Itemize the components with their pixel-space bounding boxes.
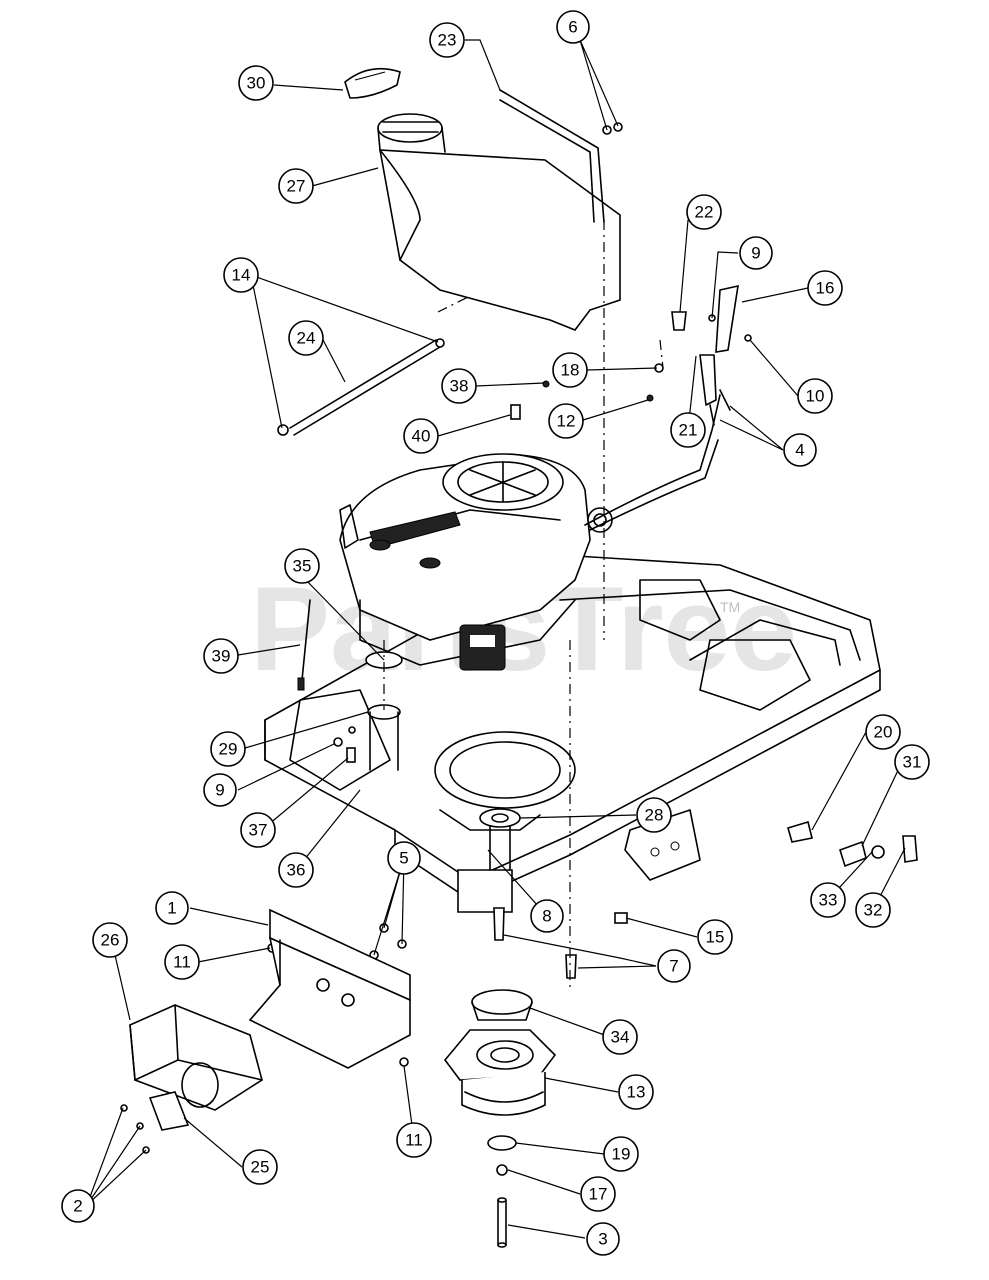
callout-16-label: 16 — [816, 279, 835, 298]
callout-10-label: 10 — [806, 387, 825, 406]
engine — [339, 394, 721, 671]
callout-2-label: 2 — [73, 1197, 82, 1216]
callout-12-label: 12 — [557, 412, 576, 431]
callout-26-label: 26 — [101, 931, 120, 950]
callout-18-label: 18 — [561, 361, 580, 380]
callout-36-label: 36 — [287, 861, 306, 880]
callout-23: 23 — [429, 22, 465, 58]
callout-40: 40 — [403, 418, 439, 454]
fuel-tank — [377, 113, 621, 331]
callout-32-label: 32 — [864, 901, 883, 920]
callout-5: 5 — [387, 841, 421, 875]
callout-33: 33 — [810, 882, 846, 918]
callout-1-label: 1 — [167, 899, 176, 918]
callout-35-label: 35 — [293, 557, 312, 576]
tank-strap — [499, 89, 605, 223]
callout-11b-label: 11 — [405, 1131, 423, 1150]
callout-30: 30 — [238, 65, 274, 101]
callout-6-label: 6 — [568, 18, 577, 37]
callout-13-label: 13 — [627, 1083, 646, 1102]
leader-lines — [86, 39, 906, 1239]
muffler-bracket — [248, 908, 411, 1069]
callout-1: 1 — [155, 891, 189, 925]
callout-20: 20 — [865, 714, 901, 750]
callout-29-label: 29 — [219, 740, 238, 759]
callout-39-label: 39 — [212, 647, 231, 666]
callout-27-label: 27 — [287, 177, 306, 196]
callout-17-label: 17 — [589, 1185, 608, 1204]
callout-15: 15 — [697, 919, 733, 955]
callout-5-label: 5 — [399, 849, 408, 868]
callout-31: 31 — [894, 744, 930, 780]
callout-19-label: 19 — [612, 1145, 631, 1164]
callout-4: 4 — [783, 433, 817, 467]
callout-27: 27 — [278, 168, 314, 204]
callout-11a: 11 — [164, 944, 200, 980]
callout-11b: 11 — [396, 1122, 432, 1158]
callout-2: 2 — [61, 1189, 95, 1223]
callout-28-label: 28 — [645, 806, 664, 825]
callout-17: 17 — [580, 1176, 616, 1212]
callout-40-label: 40 — [412, 427, 431, 446]
callout-8: 8 — [530, 899, 564, 933]
callout-3: 3 — [586, 1222, 620, 1256]
callout-37: 37 — [240, 812, 276, 848]
callout-14: 14 — [223, 257, 259, 293]
callout-33-label: 33 — [819, 891, 838, 910]
callout-36: 36 — [278, 852, 314, 888]
callout-31-label: 31 — [903, 753, 922, 772]
callout-9a-label: 9 — [751, 244, 760, 263]
callout-25-label: 25 — [251, 1158, 270, 1177]
callout-9b-label: 9 — [215, 781, 224, 800]
callout-37-label: 37 — [249, 821, 268, 840]
callout-9a: 9 — [739, 236, 773, 270]
callout-18: 18 — [552, 352, 588, 388]
callout-15-label: 15 — [706, 928, 725, 947]
callout-4-label: 4 — [795, 441, 804, 460]
callout-34: 34 — [602, 1019, 638, 1055]
callout-7-label: 7 — [669, 957, 678, 976]
callout-7: 7 — [657, 949, 691, 983]
callout-24: 24 — [288, 320, 324, 356]
callout-22: 22 — [686, 194, 722, 230]
callout-39: 39 — [203, 638, 239, 674]
support-rod — [277, 338, 445, 436]
callout-14-label: 14 — [232, 266, 251, 285]
callout-8-label: 8 — [542, 907, 551, 926]
callout-21: 21 — [670, 412, 706, 448]
center-lines — [383, 220, 664, 990]
callout-38-label: 38 — [450, 377, 469, 396]
callout-3-label: 3 — [598, 1230, 607, 1249]
fuel-cap — [344, 67, 401, 99]
callout-25: 25 — [242, 1149, 278, 1185]
callout-22-label: 22 — [695, 203, 714, 222]
callout-19: 19 — [603, 1136, 639, 1172]
callout-29: 29 — [210, 731, 246, 767]
callout-20-label: 20 — [874, 723, 893, 742]
callout-21-label: 21 — [679, 421, 698, 440]
pto-clutch — [443, 989, 557, 1116]
callout-13: 13 — [618, 1074, 654, 1110]
callout-10: 10 — [797, 378, 833, 414]
callout-38: 38 — [441, 368, 477, 404]
callout-30-label: 30 — [247, 74, 266, 93]
watermark-tm: TM — [720, 599, 740, 615]
callout-34-label: 34 — [611, 1028, 630, 1047]
callout-24-label: 24 — [297, 329, 316, 348]
callout-23-label: 23 — [438, 31, 457, 50]
callout-32: 32 — [855, 892, 891, 928]
callout-12: 12 — [548, 403, 584, 439]
callout-11a-label: 11 — [173, 953, 191, 972]
callout-9b: 9 — [203, 773, 237, 807]
callout-28: 28 — [636, 797, 672, 833]
muffler — [129, 1004, 263, 1131]
callout-6: 6 — [556, 10, 590, 44]
callout-35: 35 — [284, 548, 320, 584]
callout-26: 26 — [92, 922, 128, 958]
callouts: 30 23 6 27 22 9 16 14 24 38 18 10 40 12 … — [61, 10, 930, 1256]
callout-16: 16 — [807, 270, 843, 306]
